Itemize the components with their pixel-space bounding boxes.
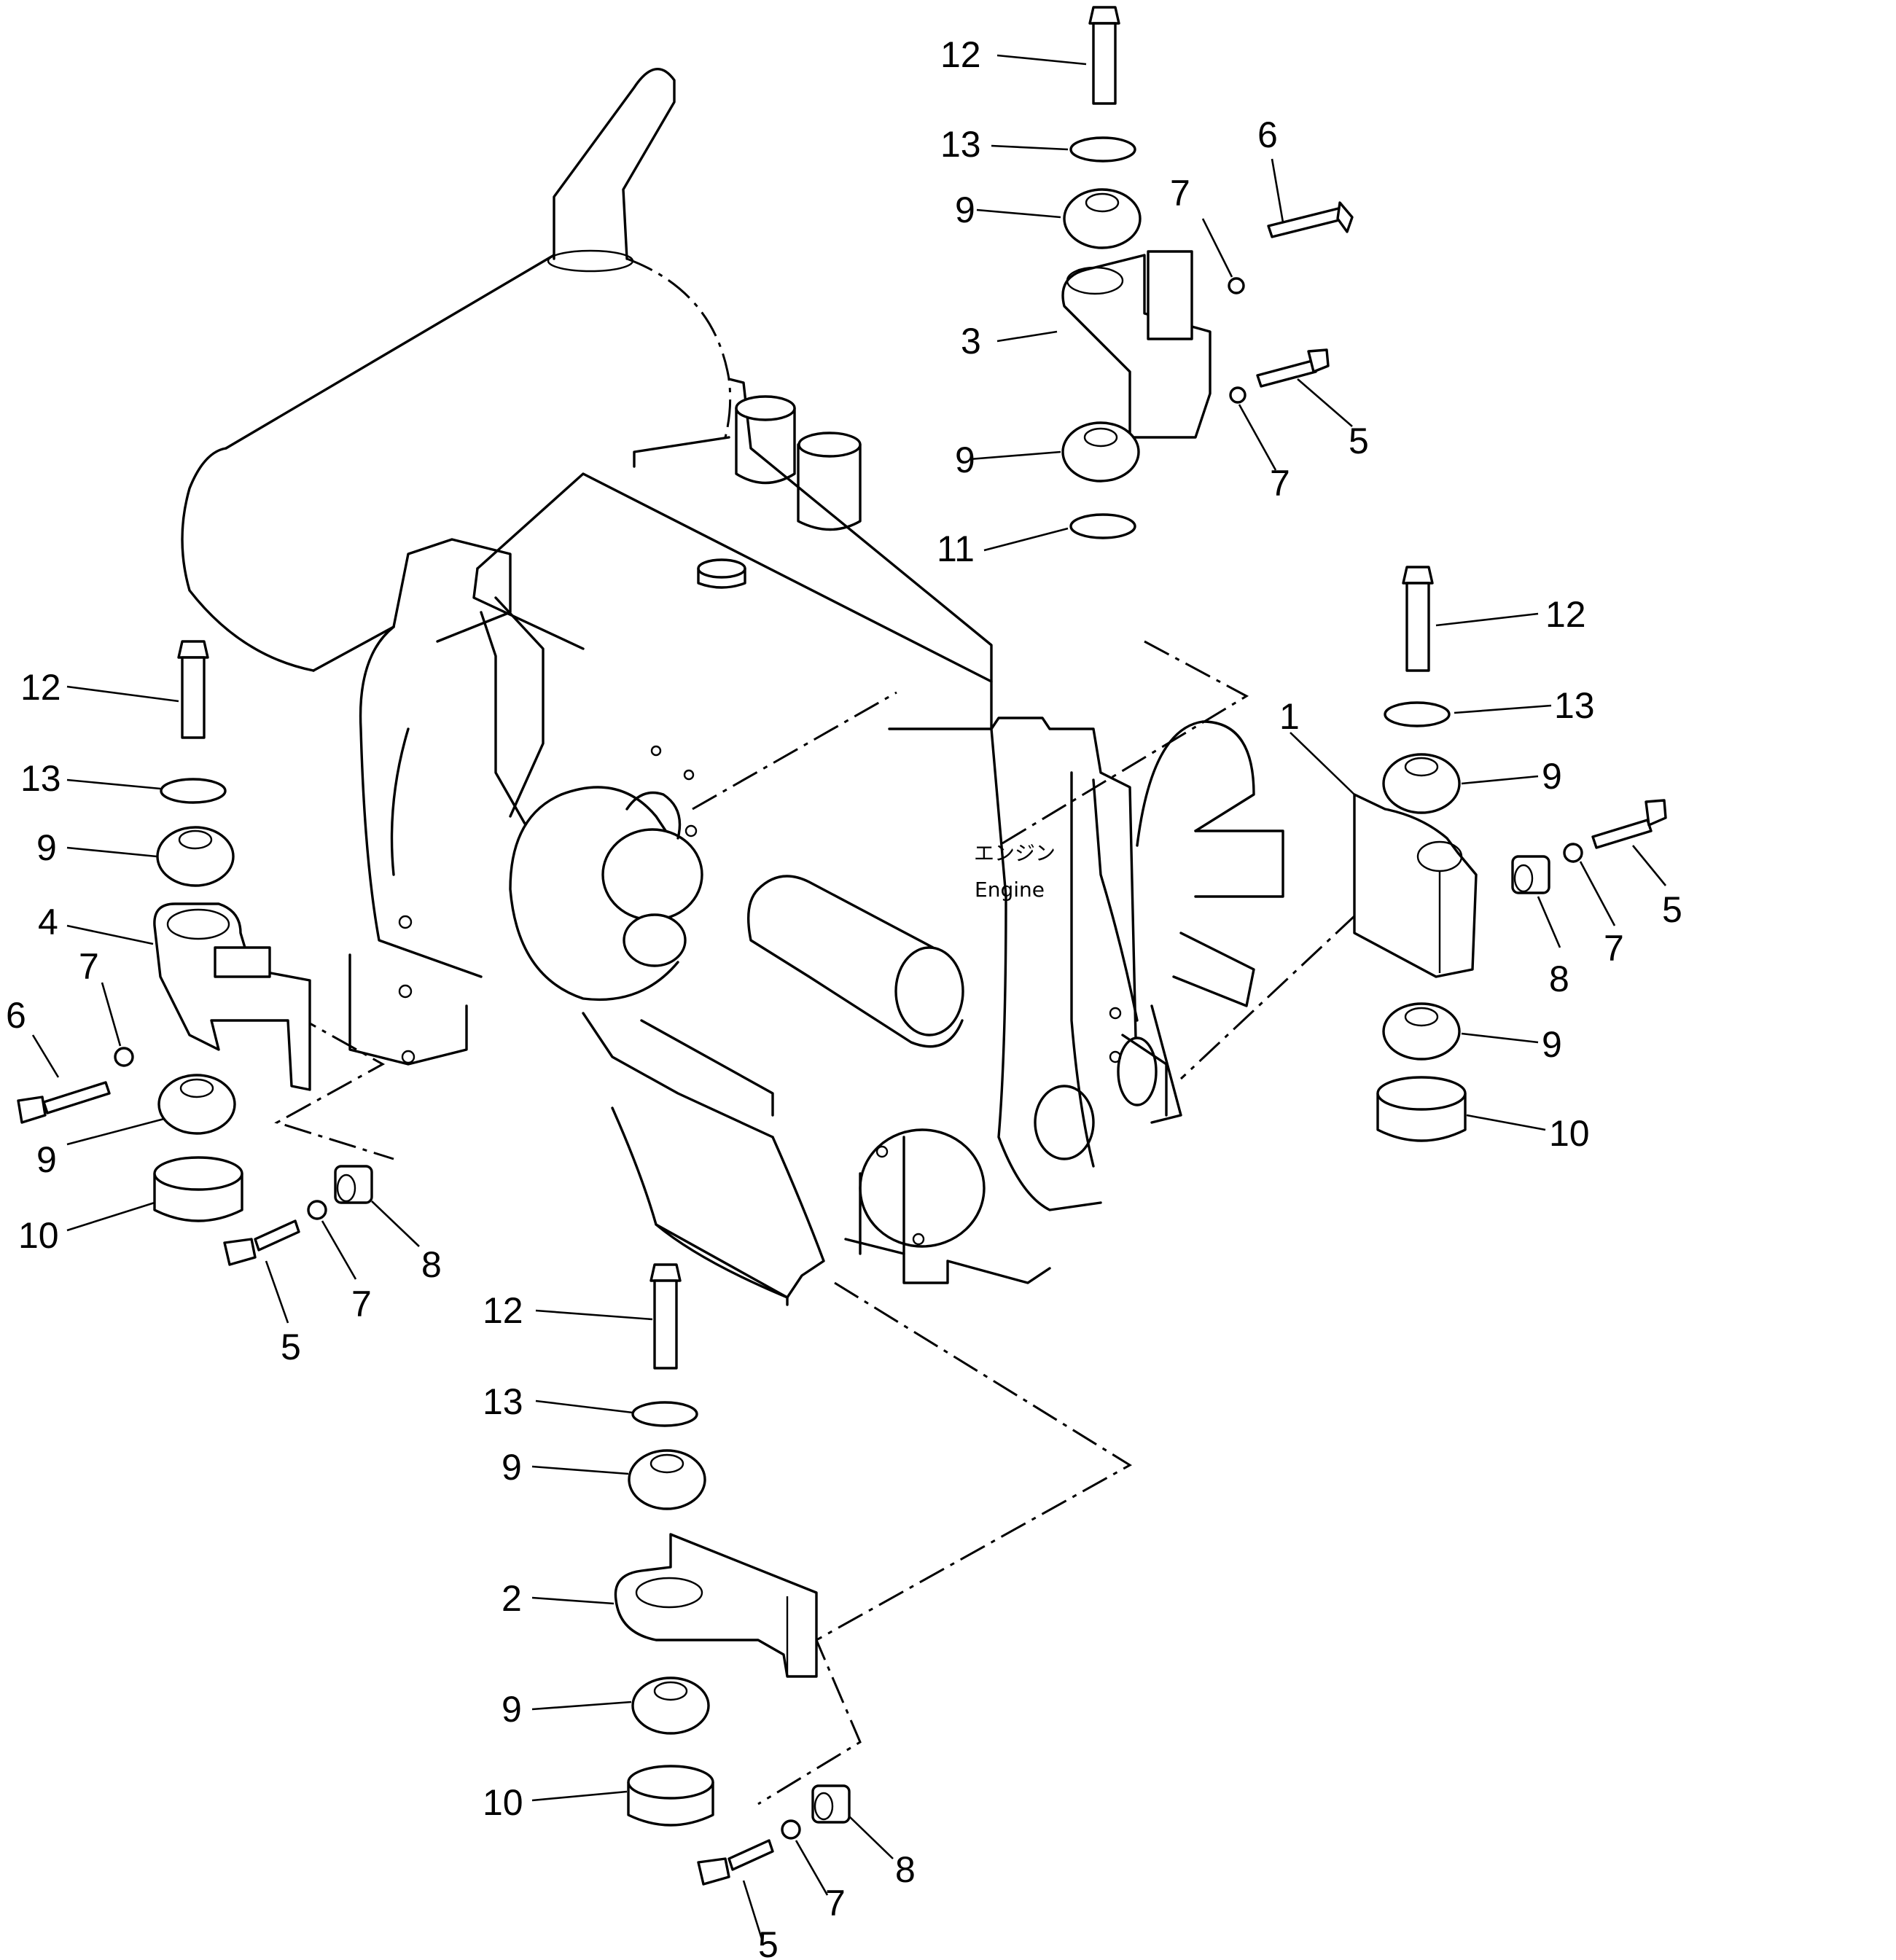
- lockwasher-7-right: [1563, 843, 1583, 863]
- rubber-mount-9-left-b: [157, 1074, 236, 1135]
- callout-9-bottom-b: 9: [502, 1689, 522, 1730]
- callout-7-right: 7: [1604, 928, 1624, 969]
- bracket-4: [153, 902, 311, 1091]
- callout-12-top: 12: [940, 34, 981, 75]
- lockwasher-7-left-a: [114, 1047, 134, 1067]
- callout-10-bottom: 10: [483, 1782, 523, 1823]
- callout-2-bottom: 2: [502, 1578, 522, 1619]
- washer-13-top: [1069, 136, 1136, 163]
- lockwasher-7-top-a: [1228, 277, 1245, 294]
- bolt-5-right: [1591, 799, 1667, 849]
- bolt-12-bottom: [649, 1263, 682, 1370]
- rubber-mount-9-top-a: [1063, 188, 1142, 249]
- rubber-mount-9-top-b: [1061, 421, 1140, 483]
- engine-illustration: エンジン Engine: [181, 68, 1284, 1306]
- callout-9-left-b: 9: [36, 1139, 57, 1180]
- callout-9-right-b: 9: [1542, 1024, 1562, 1065]
- cup-10-bottom: [627, 1765, 714, 1827]
- bolt-5-left: [223, 1219, 300, 1266]
- callout-7-top-a: 7: [1170, 173, 1190, 214]
- callout-9-left-a: 9: [36, 827, 57, 868]
- callout-9-bottom-a: 9: [502, 1447, 522, 1488]
- lockwasher-7-top-b: [1229, 386, 1247, 404]
- callout-9-top-a: 9: [955, 190, 975, 230]
- callout-1-right: 1: [1279, 696, 1300, 737]
- callout-5-top: 5: [1349, 421, 1369, 461]
- callout-5-left: 5: [281, 1327, 301, 1367]
- callout-7-top-b: 7: [1270, 463, 1290, 504]
- bolt-5-top: [1256, 348, 1330, 388]
- washer-13-bottom: [631, 1401, 698, 1427]
- bracket-1: [1353, 793, 1478, 978]
- engine-bolt-holes: [398, 745, 1122, 1246]
- callout-10-right: 10: [1549, 1113, 1590, 1154]
- left-mount-group: 12 13 9 4 7 6 9 10 8 7 5: [6, 640, 442, 1367]
- lockwasher-7-left-b: [307, 1200, 327, 1220]
- bracket-2: [614, 1533, 818, 1678]
- engine-label-jp: エンジン: [974, 841, 1056, 865]
- left-leaders: [31, 685, 420, 1324]
- spacer-8-bottom: [811, 1784, 851, 1824]
- bottom-leaders: [531, 1309, 894, 1940]
- callout-4-left: 4: [38, 902, 58, 942]
- cup-10-right: [1376, 1076, 1467, 1142]
- callout-13-bottom: 13: [483, 1381, 523, 1422]
- rubber-mount-9-right-a: [1382, 753, 1461, 814]
- callout-10-left: 10: [18, 1215, 59, 1256]
- washer-13-left: [160, 778, 227, 804]
- callout-7-left-b: 7: [351, 1284, 372, 1324]
- bracket-3: [1061, 250, 1212, 439]
- right-leaders: [1290, 612, 1667, 1131]
- bolt-12-left: [177, 640, 209, 739]
- top-leaders: [969, 54, 1353, 552]
- callout-7-left-a: 7: [79, 946, 99, 987]
- lockwasher-7-bottom: [781, 1819, 801, 1840]
- callout-11-top: 11: [937, 528, 975, 569]
- callout-5-right: 5: [1662, 889, 1682, 930]
- rubber-mount-9-bottom-b: [631, 1676, 710, 1735]
- spacer-8-right: [1511, 855, 1550, 894]
- callout-13-top: 13: [940, 124, 981, 165]
- callout-8-right: 8: [1549, 958, 1569, 999]
- washer-13-right: [1384, 701, 1451, 727]
- bolt-12-top: [1088, 6, 1120, 105]
- top-mount-group: 12 13 9 7 6 3 5 7 9 11: [937, 6, 1369, 569]
- callout-8-bottom: 8: [895, 1849, 916, 1890]
- callout-6-left: 6: [6, 995, 26, 1036]
- rubber-mount-9-left-a: [156, 826, 235, 887]
- bolt-6-top: [1267, 201, 1354, 238]
- callout-7-bottom: 7: [825, 1883, 846, 1924]
- callout-6-top: 6: [1257, 114, 1278, 155]
- bottom-mount-group: 12 13 9 2 9 10 8 7 5: [483, 1263, 916, 1960]
- washer-11-top: [1069, 513, 1136, 539]
- callout-12-right: 12: [1545, 594, 1586, 635]
- callout-8-left: 8: [421, 1244, 442, 1285]
- spacer-8-left: [334, 1165, 373, 1204]
- bolt-12-right: [1402, 566, 1434, 672]
- bolt-6-left: [17, 1081, 111, 1124]
- callout-13-right: 13: [1554, 685, 1595, 726]
- engine-label-en: Engine: [975, 878, 1045, 902]
- right-mount-group: 12 13 1 9 5 7 8 9 10: [1279, 566, 1682, 1154]
- callout-5-bottom: 5: [758, 1924, 779, 1960]
- cup-10-left: [153, 1156, 243, 1222]
- callout-12-bottom: 12: [483, 1290, 523, 1331]
- bolt-5-bottom: [697, 1839, 774, 1886]
- rubber-mount-9-right-b: [1382, 1002, 1461, 1061]
- callout-13-left: 13: [20, 758, 61, 799]
- rubber-mount-9-bottom-a: [628, 1449, 706, 1510]
- callout-9-right-a: 9: [1542, 756, 1562, 797]
- callout-3-top: 3: [961, 321, 981, 362]
- callout-9-top-b: 9: [955, 440, 975, 480]
- callout-12-left: 12: [20, 667, 61, 708]
